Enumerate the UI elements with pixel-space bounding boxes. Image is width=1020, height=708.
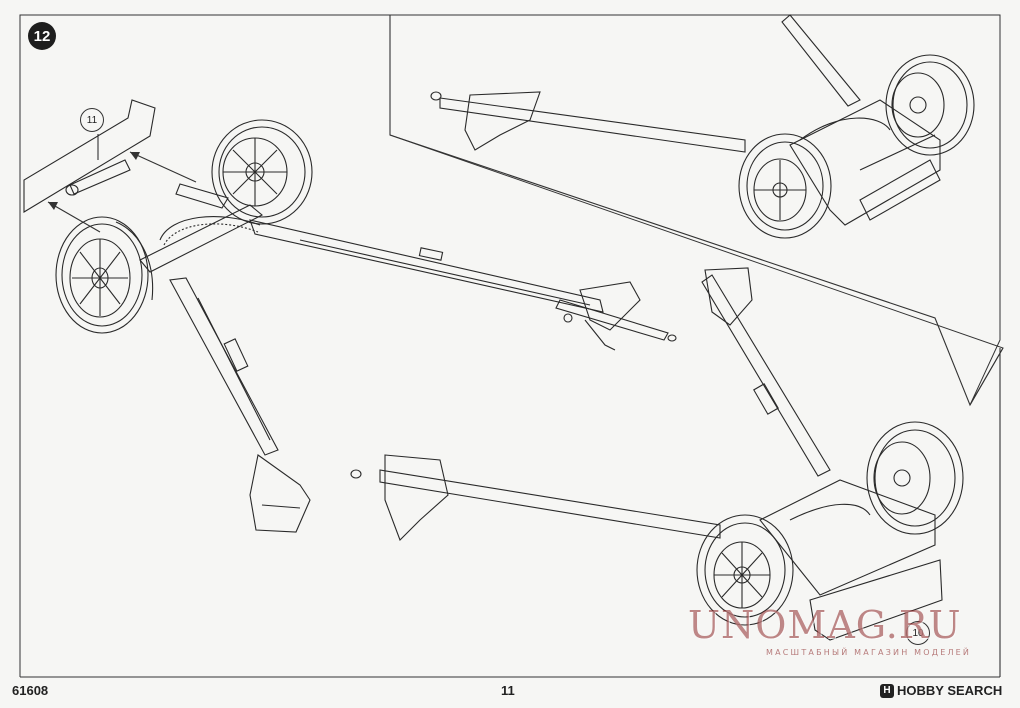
detail-box-outline (389, 15, 1004, 407)
main-carriage (55, 119, 677, 533)
detail-left-wheel (738, 133, 832, 239)
detail-trail (439, 97, 746, 153)
page-frame (19, 14, 1004, 677)
bottom-trail-front (379, 469, 721, 539)
bottom-trail-rear (701, 274, 831, 477)
brand-name: HOBBY SEARCH (897, 683, 1003, 698)
page-number: 11 (501, 683, 515, 698)
kit-code: 61608 (12, 683, 49, 698)
watermark-title: UNOMAG.RU (688, 603, 962, 647)
assembly-arrow (129, 151, 197, 183)
main-barrel-stub (175, 183, 229, 209)
step-number-badge: 12 (28, 22, 56, 50)
detail-carriage-body (789, 99, 941, 226)
assembly-arrow (47, 201, 101, 233)
main-left-wheel (55, 216, 154, 334)
view-bottom (350, 267, 964, 641)
detail-right-wheel (885, 54, 975, 156)
callout-part-11: 11 (80, 108, 104, 132)
callout-part-10: 10 (906, 621, 930, 645)
main-traverse-ring (159, 216, 261, 241)
main-trail-left (169, 277, 311, 533)
watermark-subtitle: МАСШТАБНЫЙ МАГАЗИН МОДЕЛЕЙ (766, 648, 972, 657)
bottom-right-wheel (866, 421, 964, 535)
bottom-left-wheel (696, 514, 794, 626)
bottom-shield (809, 559, 943, 641)
hobby-search-logo-icon: H (880, 683, 894, 698)
detail-view-top (430, 14, 975, 239)
main-trail-right (249, 219, 677, 351)
bottom-carriage-body (759, 479, 936, 596)
main-right-wheel (211, 119, 313, 225)
main-axle (139, 204, 263, 273)
part-11-panel (23, 99, 197, 233)
brand: H HOBBY SEARCH (880, 683, 1002, 698)
